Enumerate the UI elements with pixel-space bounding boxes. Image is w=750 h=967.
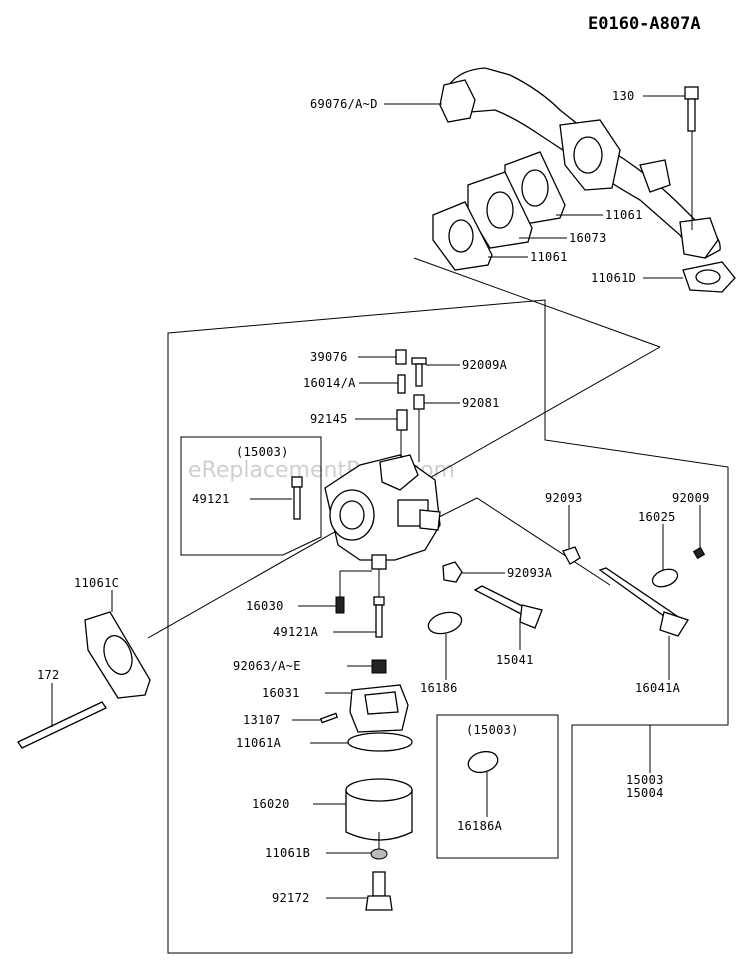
choke-shaft-16041A	[598, 567, 689, 637]
label-16031: 16031	[262, 686, 300, 700]
gasket-11061-lower	[432, 201, 493, 271]
label-15003-box-right: (15003)	[466, 723, 519, 737]
label-92081: 92081	[462, 396, 500, 410]
label-15003: 15003	[626, 773, 664, 787]
main-jet-49121A	[373, 596, 385, 638]
screw-92009A	[411, 357, 427, 387]
throttle-plate-16186A	[467, 750, 499, 774]
label-11061D: 11061D	[591, 271, 636, 285]
gasket-11061C	[84, 611, 151, 699]
spacer-16073	[467, 171, 533, 249]
label-92093A: 92093A	[507, 566, 553, 580]
diagram-code: E0160-A807A	[588, 14, 701, 34]
label-39076: 39076	[310, 350, 348, 364]
stud-172	[17, 701, 107, 749]
label-16014: 16014/A	[303, 376, 356, 390]
label-16041A: 16041A	[635, 681, 681, 695]
label-172: 172	[37, 668, 60, 682]
gasket-11061D	[682, 261, 736, 293]
label-15041: 15041	[496, 653, 534, 667]
upper-ref-line	[413, 257, 661, 348]
label-130: 130	[612, 89, 635, 103]
spring-16030	[335, 596, 345, 614]
label-11061B: 11061B	[265, 846, 310, 860]
throttle-plate-16186	[427, 611, 463, 635]
screw-92009	[692, 546, 706, 560]
gasket-11061A	[347, 732, 413, 752]
pin-13107	[319, 712, 339, 724]
label-16186A: 16186A	[457, 819, 503, 833]
choke-plate-16025	[651, 568, 679, 588]
spring-92081	[413, 394, 425, 410]
group-box-15003-right	[436, 714, 559, 859]
label-15003-box-left: (15003)	[236, 445, 289, 459]
pilot-jet-39076	[395, 349, 407, 365]
label-69076: 69076/A~D	[310, 97, 378, 111]
float-bowl-16020	[345, 778, 413, 841]
nut-92063	[371, 659, 387, 674]
label-16025: 16025	[638, 510, 676, 524]
main-jet-49121	[291, 476, 303, 520]
spring-92145	[396, 409, 408, 431]
throttle-shaft-15041	[473, 585, 543, 629]
label-16186: 16186	[420, 681, 458, 695]
label-11061-lower: 11061	[530, 250, 568, 264]
group-box-15003-left	[180, 436, 322, 556]
nut-92093A	[442, 561, 463, 583]
label-16073: 16073	[569, 231, 607, 245]
label-92145: 92145	[310, 412, 348, 426]
intake-manifold	[439, 67, 721, 259]
label-92009: 92009	[672, 491, 710, 505]
label-92093: 92093	[545, 491, 583, 505]
bolt-130	[684, 86, 699, 132]
label-11061A: 11061A	[236, 736, 282, 750]
float-16031	[349, 684, 409, 733]
bolt-92172	[365, 871, 393, 911]
washer-92093	[562, 546, 581, 565]
label-92009A: 92009A	[462, 358, 508, 372]
label-11061C: 11061C	[74, 576, 119, 590]
label-16020: 16020	[252, 797, 290, 811]
assembly-outline	[167, 299, 729, 954]
washer-11061B	[370, 848, 388, 860]
label-16030: 16030	[246, 599, 284, 613]
label-11061-upper: 11061	[605, 208, 643, 222]
label-92172: 92172	[272, 891, 310, 905]
needle-16014	[397, 374, 406, 394]
label-92063: 92063/A~E	[233, 659, 301, 673]
label-49121A: 49121A	[273, 625, 319, 639]
label-49121: 49121	[192, 492, 230, 506]
carburetor-body	[324, 454, 441, 570]
label-13107: 13107	[243, 713, 281, 727]
label-15004: 15004	[626, 786, 664, 800]
